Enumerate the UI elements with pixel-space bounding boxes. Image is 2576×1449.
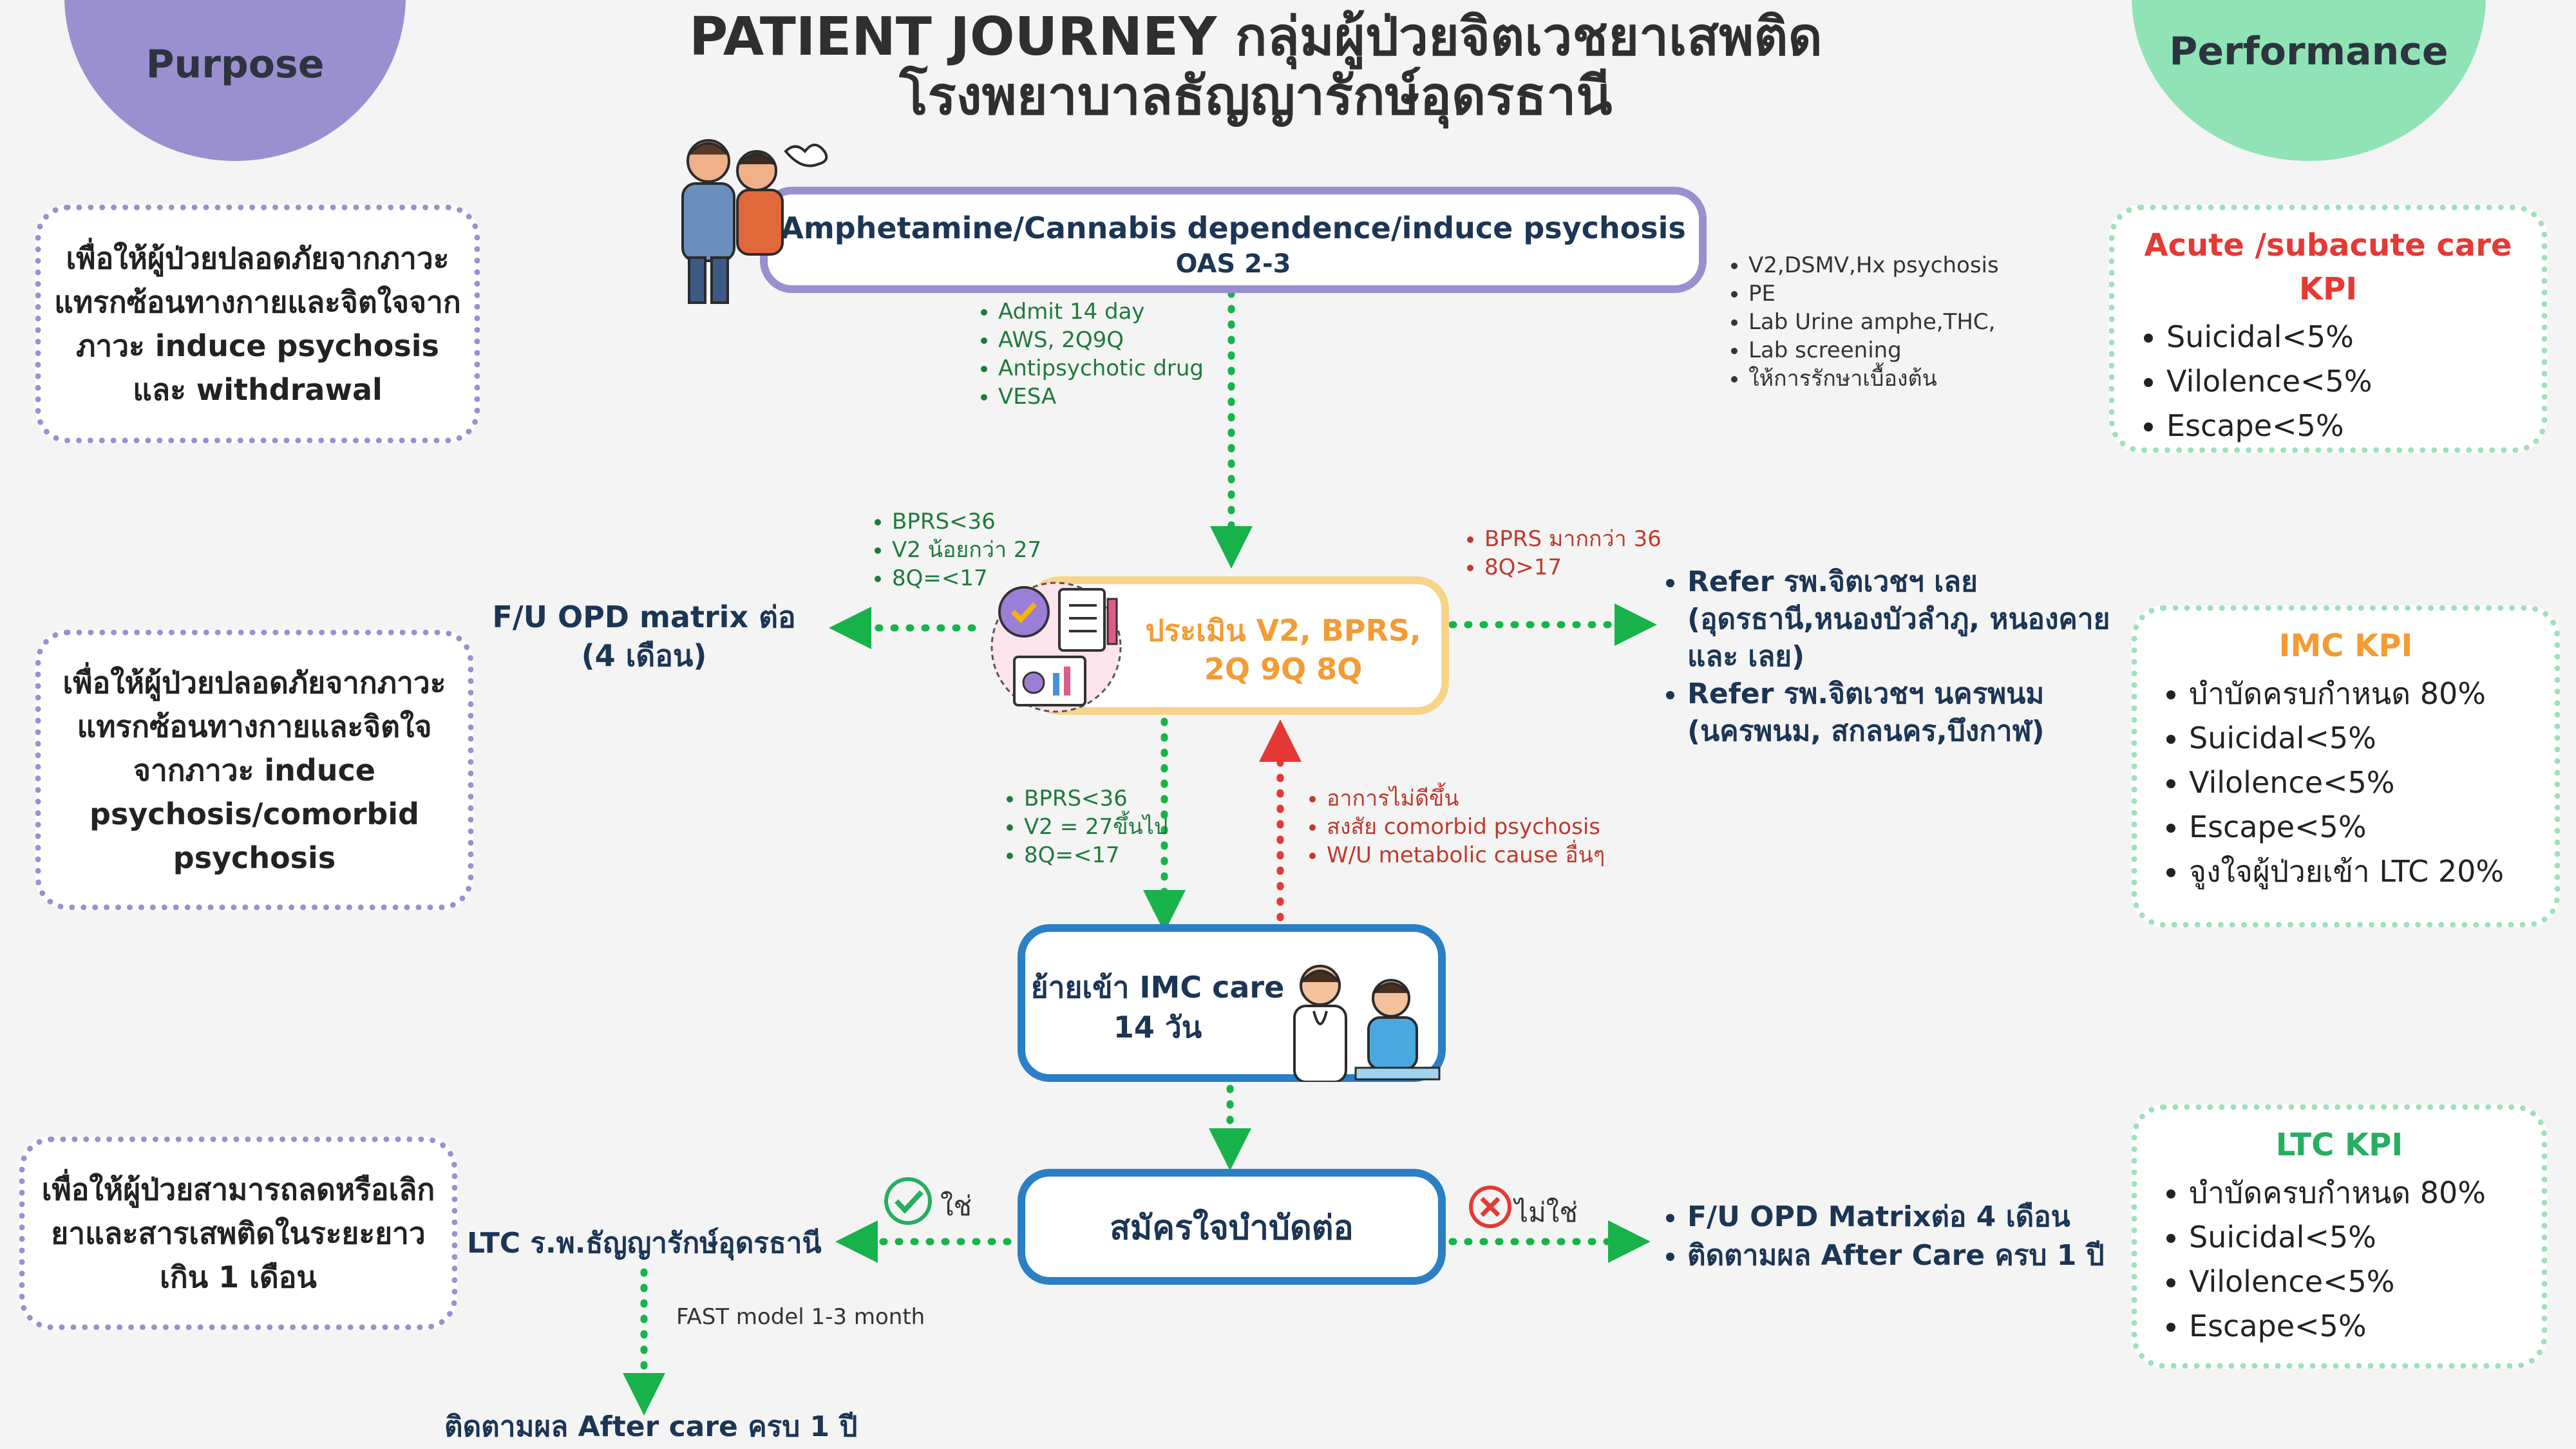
node-volunteer: สมัครใจบำบัดต่อ [1018,1169,1446,1285]
purpose-box-ltc: เพื่อให้ผู้ป่วยสามารถลดหรือเลิกยาและสารเ… [19,1137,457,1330]
patient-helper-illustration [681,139,828,304]
no-path-item: F/U OPD Matrixต่อ 4 เดือน [1687,1198,2105,1236]
refer-list: Refer รพ.จิตเวชฯ เลย (อุดรธานี,หนองบัวลำ… [1655,564,2110,750]
kpi-item: Escape<5% [2189,805,2535,849]
kpi-item: Suicidal<5% [2166,315,2522,359]
title-line-2: โรงพยาบาลธัญญารักษ์อุดรธานี [899,66,1613,127]
admit-note: Admit 14 day [998,298,1204,326]
fast-model-label: FAST model 1-3 month [676,1304,925,1330]
right-criteria-notes: BPRS มากกว่า 36 8Q>17 [1459,525,1662,582]
left-criteria-notes: BPRS<36 V2 น้อยกว่า 27 8Q=<17 [866,507,1041,592]
check-icon [884,1177,932,1225]
node-start: Amphetamine/Cannabis dependence/induce p… [760,187,1707,293]
title-line-1: PATIENT JOURNEY กลุ่มผู้ป่วยจิตเวชยาเสพต… [689,6,1823,68]
kpi-item: Escape<5% [2166,404,2522,448]
page-title: PATIENT JOURNEY กลุ่มผู้ป่วยจิตเวชยาเสพต… [451,8,2061,126]
admit-note: Antipsychotic drug [998,354,1204,383]
criteria-note: BPRS<36 [892,507,1041,536]
after-care-label: ติดตามผล After care ครบ 1 ปี [444,1410,858,1443]
purpose-box-acute: เพื่อให้ผู้ป่วยปลอดภัยจากภาวะแทรกซ้อนทาง… [35,205,480,443]
kpi-item: Vilolence<5% [2189,1260,2522,1304]
node-volunteer-text: สมัครใจบำบัดต่อ [1110,1208,1354,1247]
kpi-item: Suicidal<5% [2189,1215,2522,1260]
admit-notes: Admit 14 day AWS, 2Q9Q Antipsychotic dru… [972,298,1204,411]
node-start-line1: Amphetamine/Cannabis dependence/induce p… [781,211,1686,245]
workup-note: V2,DSMV,Hx psychosis [1748,251,1999,279]
admit-note: VESA [998,383,1204,411]
workup-note: Lab Urine amphe,THC, [1748,308,1999,336]
purpose-header-label: Purpose [146,42,325,87]
doctor-patient-illustration [1293,965,1441,1082]
no-path-item: ติดตามผล After Care ครบ 1 ปี [1687,1236,2105,1275]
criteria-note: 8Q>17 [1484,553,1662,582]
node-assess-line1: ประเมิน V2, BPRS, [1145,613,1421,648]
cross-icon [1469,1186,1511,1228]
criteria-note: V2 = 27ขึ้นไป [1024,813,1168,841]
kpi-item: จูงใจผู้ป่วยเข้า LTC 20% [2189,849,2535,894]
workup-note: Lab screening [1748,336,1999,365]
criteria-note: อาการไม่ดีขึ้น [1327,784,1605,813]
down-criteria-notes: BPRS<36 V2 = 27ขึ้นไป 8Q=<17 [998,784,1168,869]
refer-item: Refer รพ.จิตเวชฯ นครพนม (นครพนม, สกลนคร,… [1687,676,2110,750]
kpi-item: Vilolence<5% [2166,359,2522,404]
purpose-box-imc: เพื่อให้ผู้ป่วยปลอดภัยจากภาวะแทรกซ้อนทาง… [35,630,473,910]
kpi-item: Escape<5% [2189,1304,2522,1349]
kpi-box-ltc: LTC KPI บำบัดครบกำหนด 80% Suicidal<5% Vi… [2132,1104,2547,1368]
workup-notes: V2,DSMV,Hx psychosis PE Lab Urine amphe,… [1723,251,1999,393]
refer-item: Refer รพ.จิตเวชฯ เลย (อุดรธานี,หนองบัวลำ… [1687,564,2110,676]
kpi-title-imc: IMC KPI [2278,628,2413,664]
node-start-line2: OAS 2-3 [1175,249,1291,279]
kpi-title-ltc: LTC KPI [2275,1127,2403,1163]
criteria-note: 8Q=<17 [892,564,1041,592]
node-imc-line1: ย้ายเข้า IMC care [1030,970,1285,1005]
kpi-item: Suicidal<5% [2189,716,2535,761]
yes-label: ใช่ [940,1190,972,1222]
no-label: ไม่ใช่ [1515,1197,1578,1228]
criteria-note: 8Q=<17 [1024,841,1168,869]
node-assess-line2: 2Q 9Q 8Q [1204,652,1363,687]
no-path-list: F/U OPD Matrixต่อ 4 เดือน ติดตามผล After… [1655,1198,2105,1275]
kpi-box-imc: IMC KPI บำบัดครบกำหนด 80% Suicidal<5% Vi… [2132,605,2560,927]
fu-opd-label: F/U OPD matrix ต่อ (4 เดือน) [492,600,796,673]
kpi-box-acute: Acute /subacute care KPI Suicidal<5% Vil… [2109,205,2547,453]
workup-note: ให้การรักษาเบื้องต้น [1748,365,1999,393]
ltc-label: LTC ร.พ.ธัญญารักษ์อุดรธานี [467,1227,822,1260]
performance-header-label: Performance [2169,29,2448,74]
workup-note: PE [1748,279,1999,308]
kpi-title-acute: Acute /subacute care KPI [2144,227,2512,307]
kpi-item: Vilolence<5% [2189,761,2535,805]
node-imc-line2: 14 วัน [1113,1010,1202,1045]
criteria-note: BPRS มากกว่า 36 [1484,525,1662,553]
up-criteria-notes: อาการไม่ดีขึ้น สงสัย comorbid psychosis … [1301,784,1605,869]
criteria-note: V2 น้อยกว่า 27 [892,536,1041,564]
kpi-item: บำบัดครบกำหนด 80% [2189,1171,2522,1215]
criteria-note: สงสัย comorbid psychosis [1327,813,1605,841]
kpi-item: บำบัดครบกำหนด 80% [2189,672,2535,716]
criteria-note: W/U metabolic cause อื่นๆ [1327,841,1605,869]
admit-note: AWS, 2Q9Q [998,326,1204,354]
criteria-note: BPRS<36 [1024,784,1168,813]
assessment-icon [990,582,1122,713]
